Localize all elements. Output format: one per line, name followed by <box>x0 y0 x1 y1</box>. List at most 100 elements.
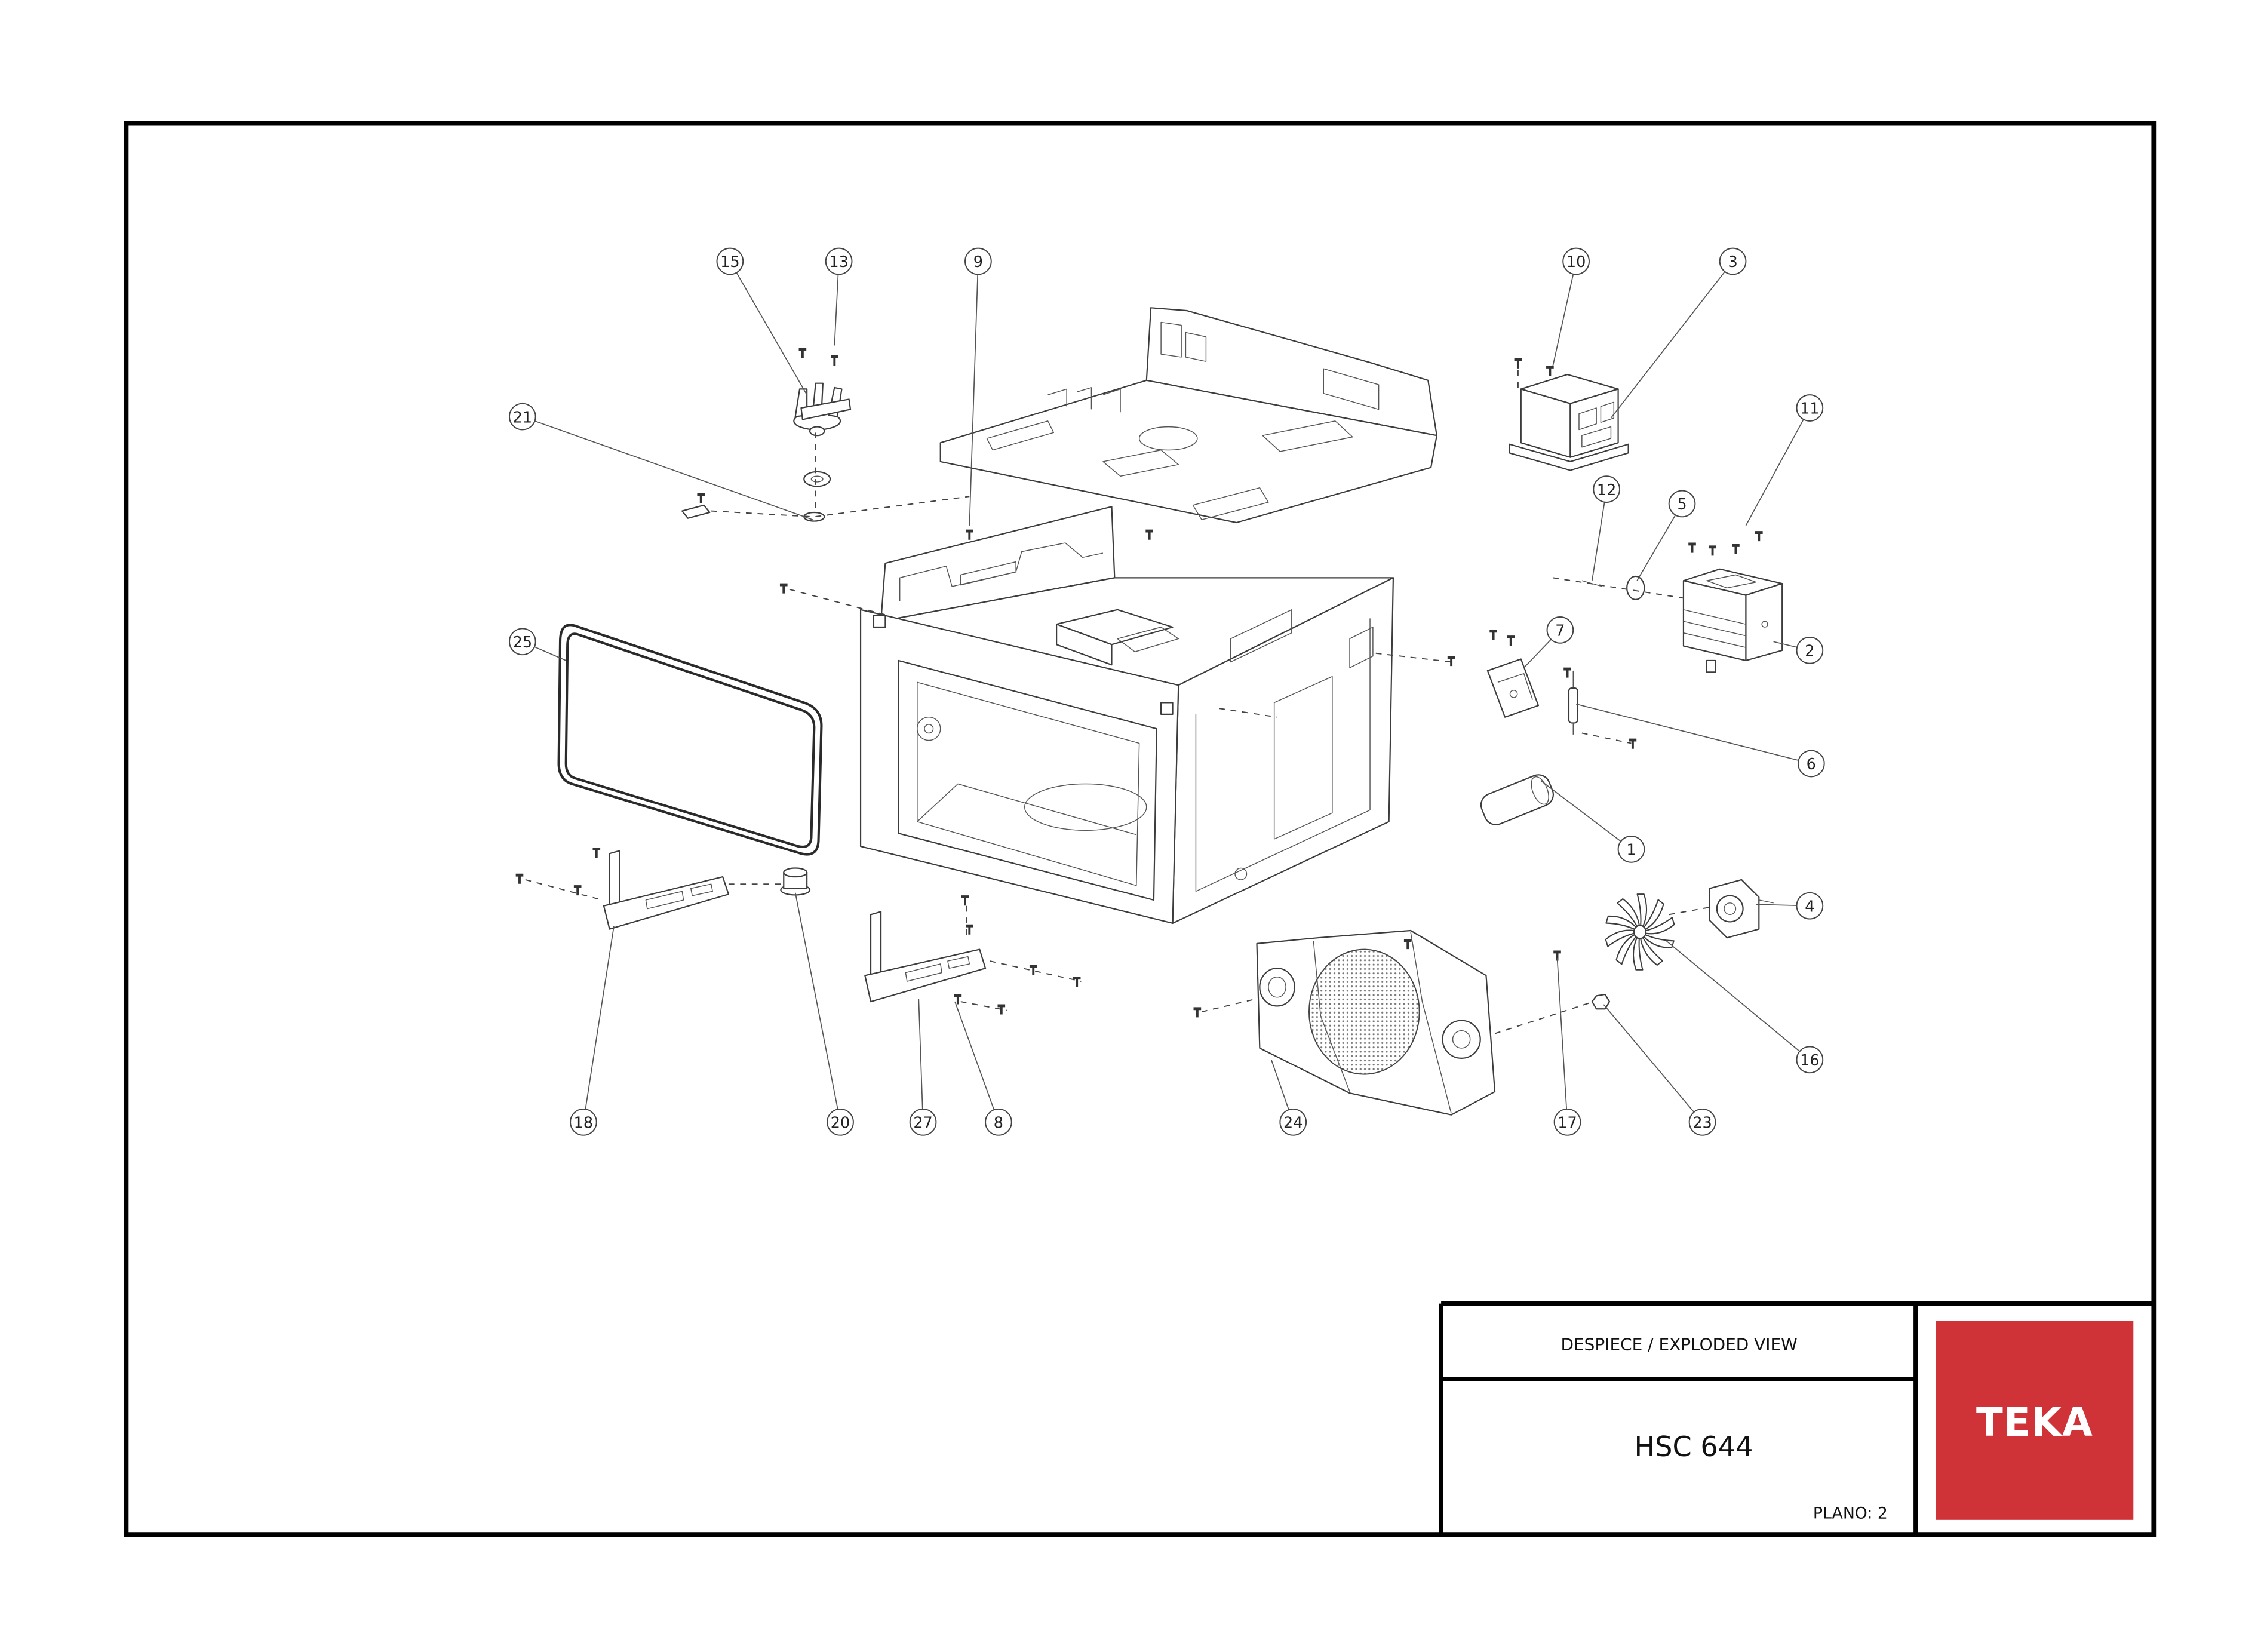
leader-line <box>954 1001 999 1123</box>
hinge-plate <box>864 948 987 1003</box>
callout-circle <box>509 628 536 656</box>
capacitor-body <box>1480 774 1554 825</box>
callout-circle <box>1279 1108 1307 1136</box>
callout-10: 10 <box>1552 247 1590 366</box>
title-block: DESPIECE / EXPLODED VIEW HSC 644 PLANO: … <box>1439 1301 2154 1535</box>
callout-circle <box>985 1108 1012 1136</box>
fan-motor-4 <box>1709 879 1774 939</box>
callout-circle <box>1796 394 1824 422</box>
ring-5 <box>1626 575 1645 600</box>
fan-cover-boss <box>1442 1020 1481 1059</box>
screw <box>1514 358 1522 369</box>
washer-inner <box>810 475 824 483</box>
screw <box>592 847 601 858</box>
callout-number: 27 <box>913 1114 932 1132</box>
bracket-body <box>1486 658 1540 718</box>
callout-number: 5 <box>1677 496 1687 514</box>
cavity-inner-depth <box>917 681 1140 886</box>
plate-rib <box>1047 388 1067 407</box>
leader-line <box>834 261 840 346</box>
assembly-lines <box>525 370 1710 1034</box>
callout-8: 8 <box>954 1001 1012 1136</box>
fan-cover-boss-hole <box>1452 1030 1471 1049</box>
assembly-line <box>711 496 970 518</box>
plate-rib <box>1102 388 1121 413</box>
assembly-line <box>1669 907 1710 916</box>
door-gasket-25 <box>557 624 823 856</box>
callout-number: 7 <box>1555 622 1565 640</box>
screw <box>1073 977 1081 987</box>
fitting-15 <box>793 382 852 437</box>
screw <box>961 895 969 906</box>
callout-4: 4 <box>1756 892 1824 920</box>
assembly-line <box>960 1001 1007 1011</box>
screw <box>1629 738 1637 749</box>
gasket-outer <box>557 624 823 856</box>
leader-line <box>1575 704 1812 764</box>
callout-1: 1 <box>1541 780 1645 863</box>
magnetron-fin <box>1683 621 1746 637</box>
plate-slot <box>986 420 1055 451</box>
callout-circle <box>1562 247 1590 275</box>
plate-recess <box>1262 420 1353 452</box>
callout-number: 3 <box>1728 253 1737 271</box>
callout-9: 9 <box>964 247 992 526</box>
knob-20 <box>780 867 811 896</box>
callout-number: 1 <box>1626 842 1636 859</box>
callout-number: 21 <box>513 409 532 426</box>
washer-21 <box>681 471 831 522</box>
screw <box>573 885 582 896</box>
screw <box>697 493 705 503</box>
callout-circle <box>1617 836 1645 863</box>
callout-circle <box>509 403 536 431</box>
deck-component-front <box>1056 624 1113 666</box>
magnetron-fin <box>1683 632 1746 648</box>
callout-number: 18 <box>574 1114 593 1132</box>
callout-18: 18 <box>570 926 615 1136</box>
leader-line <box>1610 260 1734 419</box>
callout-7: 7 <box>1523 616 1574 668</box>
right-panel-hole <box>1234 867 1248 880</box>
teka-logo-box <box>1936 1321 2134 1520</box>
nut-23 <box>1591 993 1611 1010</box>
callout-number: 25 <box>513 634 532 652</box>
callout-number: 15 <box>720 253 739 271</box>
callout-number: 13 <box>829 253 848 271</box>
fitting-stem <box>809 426 825 437</box>
screw <box>1507 635 1515 646</box>
motor-shaft <box>1724 902 1737 915</box>
capacitor-end <box>1531 776 1549 805</box>
callout-circle <box>1719 247 1747 275</box>
view-title: DESPIECE / EXPLODED VIEW <box>1560 1334 1797 1354</box>
callout-number: 16 <box>1800 1052 1819 1070</box>
screw <box>1193 1007 1202 1018</box>
screw <box>1709 545 1716 556</box>
transformer-terminal <box>1600 401 1615 423</box>
callout-circle <box>1796 892 1824 920</box>
assembly-line <box>1553 577 1684 599</box>
magnetron-fin <box>1683 609 1746 625</box>
callout-number: 4 <box>1805 898 1814 916</box>
callout-number: 24 <box>1283 1114 1303 1132</box>
teka-logo-text: TEKA <box>1976 1400 2093 1445</box>
callout-number: 6 <box>1807 756 1816 773</box>
fan-cover-boss <box>1259 968 1295 1007</box>
cavity-fan-port <box>917 716 941 741</box>
screw <box>798 348 807 358</box>
screw <box>1546 366 1554 376</box>
callout-circle <box>716 247 744 275</box>
leader-line <box>1541 780 1632 850</box>
magnetron-terminal <box>1761 621 1768 628</box>
gasket-inner <box>564 632 816 848</box>
fuse-6 <box>1568 670 1578 735</box>
callout-circle <box>1796 637 1824 664</box>
plan-number: PLANO: 2 <box>1813 1504 1888 1522</box>
cavity-floor-line <box>917 783 1136 836</box>
callout-circle <box>825 247 853 275</box>
callout-3: 3 <box>1610 247 1747 419</box>
assembly-line <box>990 960 1082 982</box>
callout-15: 15 <box>716 247 807 395</box>
right-panel-bracket <box>1230 609 1292 663</box>
callout-21: 21 <box>509 403 813 520</box>
